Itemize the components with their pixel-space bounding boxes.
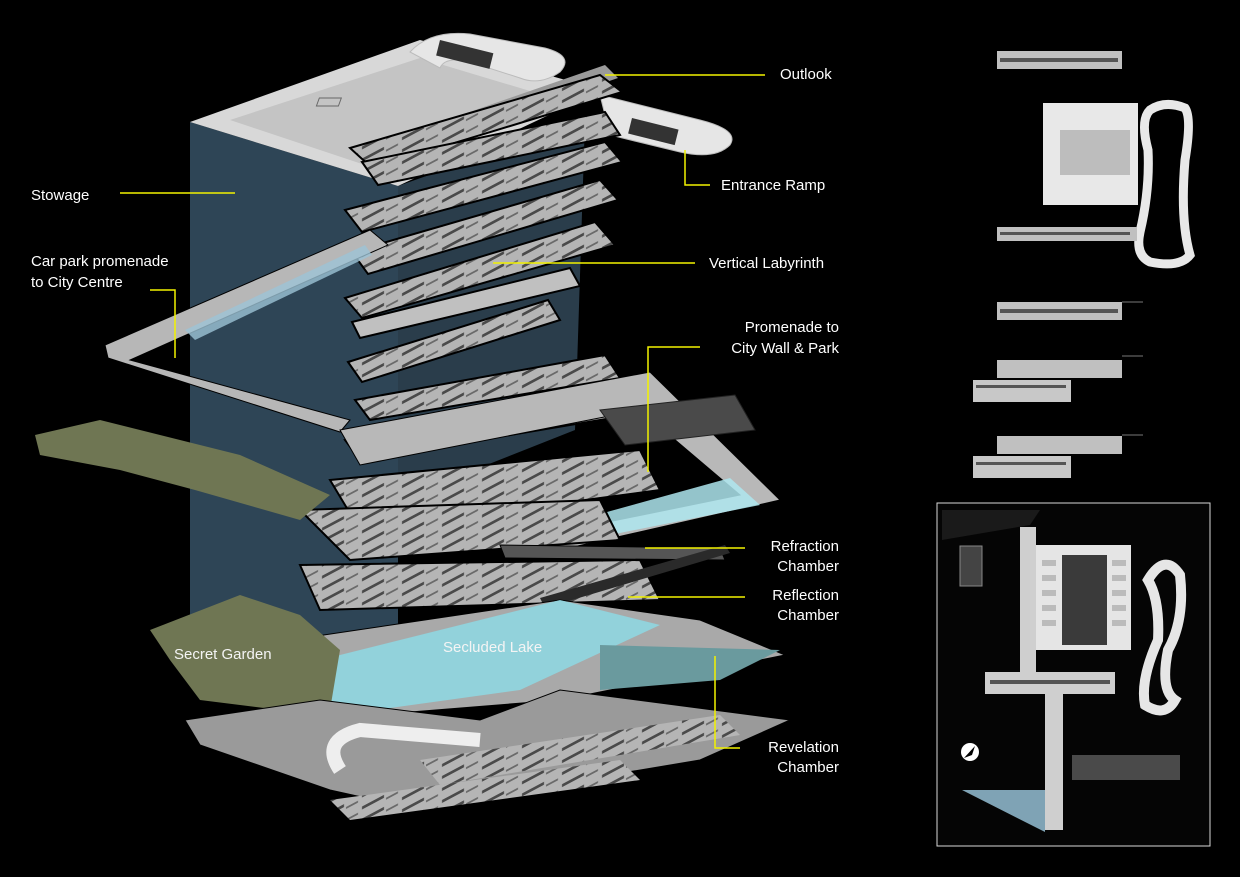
label-promenade-line1: Promenade to	[744, 319, 839, 336]
north-arrow-icon	[964, 746, 975, 758]
label-promenade-line2: City Wall & Park	[731, 340, 839, 357]
label-secret-garden: Secret Garden	[174, 646, 272, 663]
site-plan	[936, 502, 1211, 847]
plan-thumbnails	[973, 51, 1195, 478]
label-refraction-line2: Chamber	[777, 558, 839, 575]
leader-lines	[120, 74, 765, 749]
label-reflection-line1: Reflection	[772, 587, 839, 604]
upper-garden	[35, 420, 330, 520]
label-revelation-line1: Revelation	[768, 739, 839, 756]
label-car-park-line2: to City Centre	[31, 274, 123, 291]
promenade-glazing	[185, 245, 372, 340]
leader-revelation	[714, 656, 740, 749]
label-outlook: Outlook	[780, 66, 832, 83]
leader-promenade	[647, 346, 700, 472]
leader-car-park	[150, 289, 176, 358]
secluded-lake-water	[300, 600, 660, 715]
label-refraction-line1: Refraction	[770, 538, 839, 555]
label-secluded-lake: Secluded Lake	[443, 639, 543, 656]
entrance-ramp-structure	[409, 32, 733, 156]
label-stowage: Stowage	[31, 187, 90, 204]
label-entrance-ramp: Entrance Ramp	[721, 177, 826, 194]
label-revelation-line2: Chamber	[777, 759, 839, 776]
label-vertical-labyrinth: Vertical Labyrinth	[709, 255, 825, 272]
label-car-park-line1: Car park promenade	[31, 253, 169, 270]
leader-entrance-ramp	[684, 150, 710, 186]
reflection-strip	[540, 545, 730, 608]
secret-garden	[150, 595, 340, 710]
label-reflection-line2: Chamber	[777, 607, 839, 624]
